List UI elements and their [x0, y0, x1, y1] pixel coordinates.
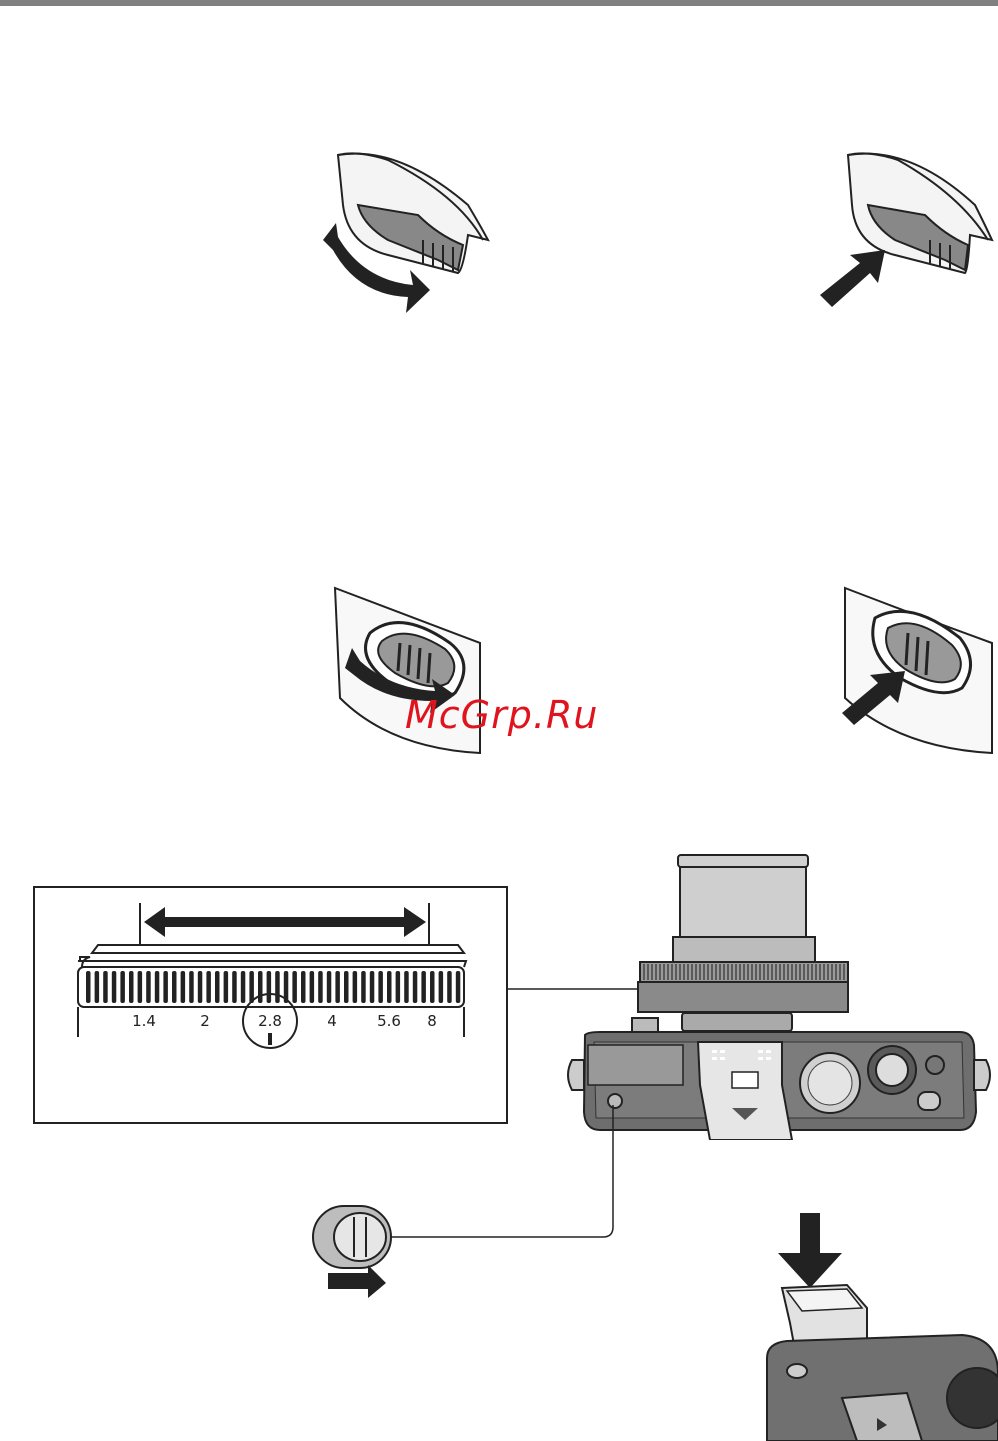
aperture-value-8: 8: [427, 1012, 437, 1030]
flash-push-down-figure: [762, 1213, 998, 1441]
push-down-arrow-icon: [778, 1213, 842, 1288]
rear-dial-press-figure: [820, 145, 998, 320]
camera-top-view: [560, 850, 998, 1140]
shutter-button: [876, 1054, 908, 1086]
front-dial-press-figure: [840, 583, 998, 758]
leader-line-slider: [385, 1105, 625, 1245]
aperture-ring-diagram: 1.4 2 2.8 4 5.6 8: [60, 895, 480, 1060]
flash-open-slider-figure: [310, 1203, 395, 1298]
aperture-value-2-8: 2.8: [258, 1012, 282, 1030]
index-mark: [268, 1033, 272, 1045]
header-bar: [0, 0, 998, 6]
rear-dial-rotate-figure: [318, 145, 493, 320]
press-arrow-icon: [820, 250, 885, 307]
aperture-value-1-4: 1.4: [132, 1012, 156, 1030]
aperture-value-5-6: 5.6: [377, 1012, 401, 1030]
watermark-text: McGrp.Ru: [405, 693, 598, 737]
aperture-value-2: 2: [200, 1012, 210, 1030]
slide-right-arrow-icon: [328, 1265, 386, 1298]
aperture-value-4: 4: [327, 1012, 337, 1030]
rotation-range-arrow-icon: [144, 907, 426, 937]
